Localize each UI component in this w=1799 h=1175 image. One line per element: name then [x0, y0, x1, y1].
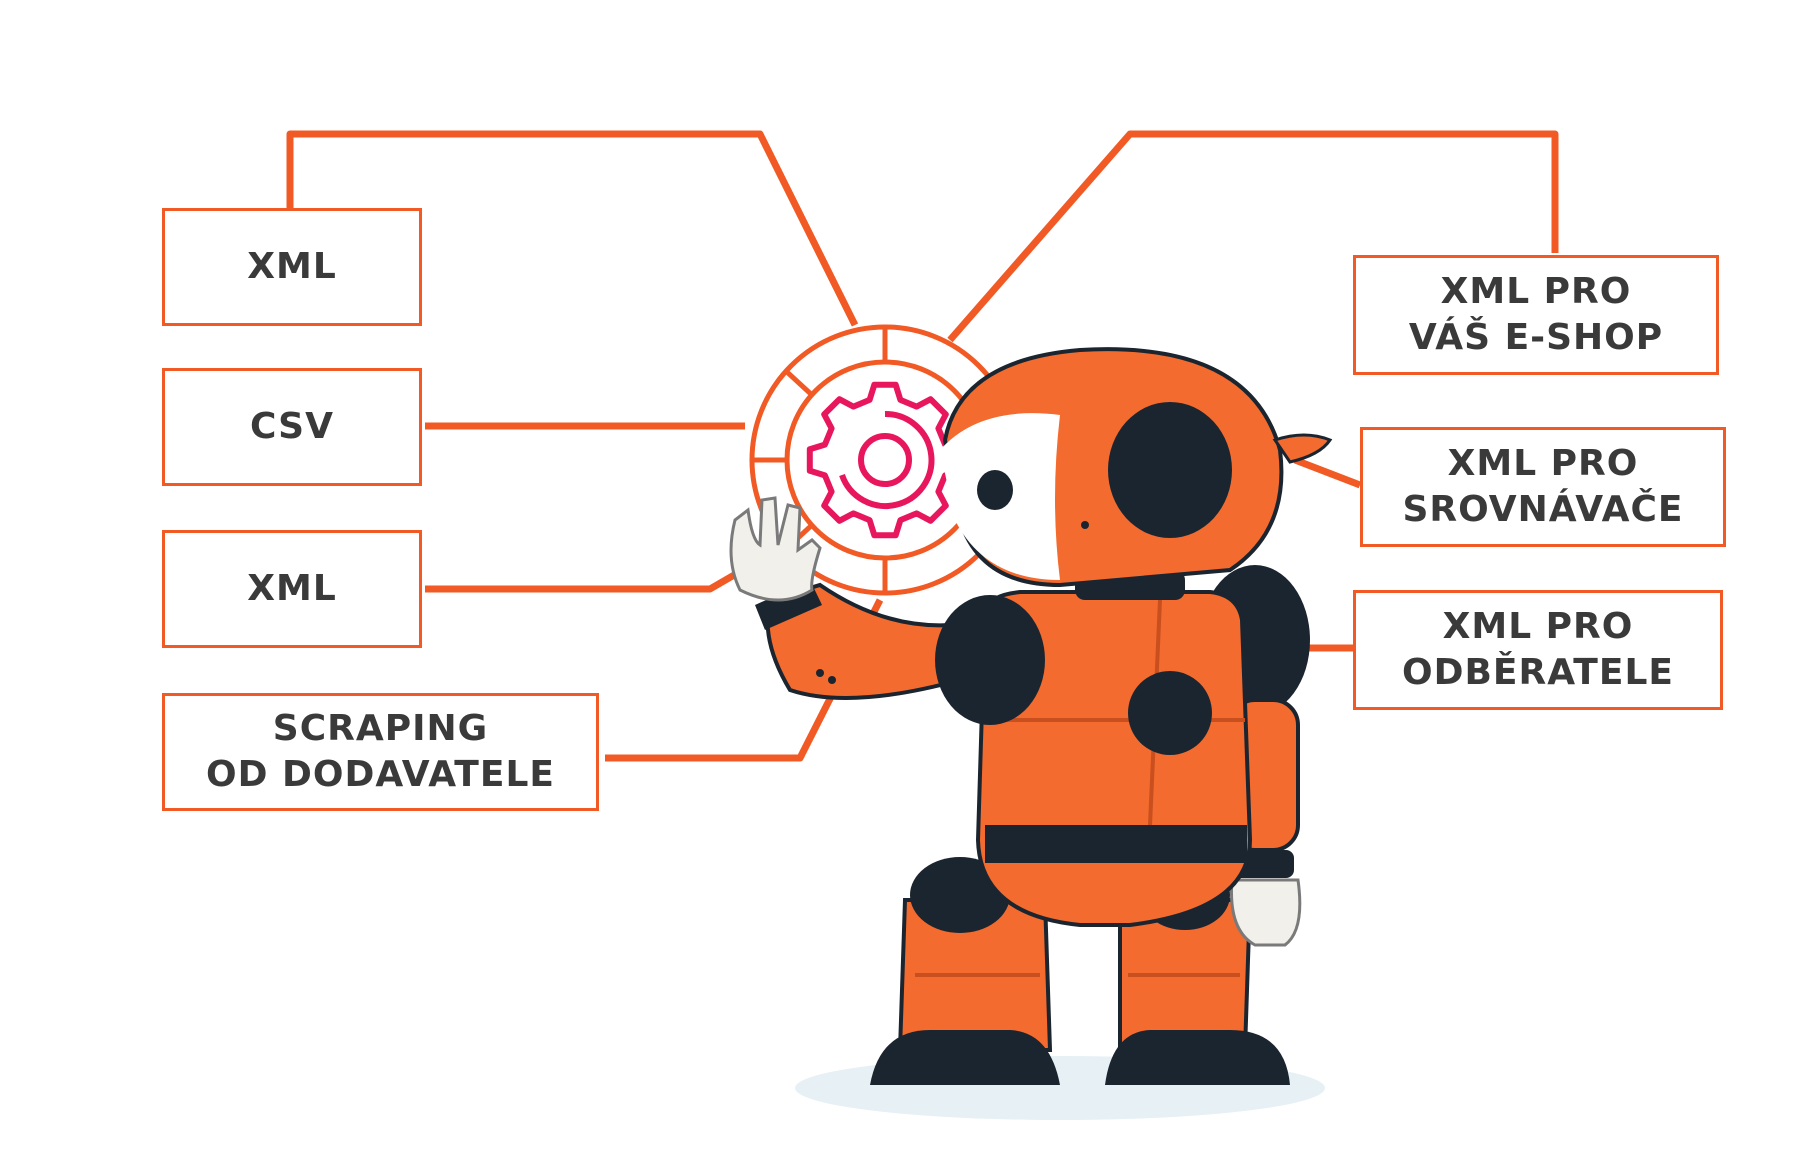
box-label-line: VÁŠ E-SHOP	[1408, 317, 1664, 358]
gear-icon	[806, 381, 964, 539]
robot-chest-button	[1128, 671, 1212, 755]
robot-hand-left	[729, 496, 822, 602]
box-label-line: XML PRO	[1440, 271, 1632, 312]
input-box-xml-1: XML	[162, 208, 422, 326]
hub-spoke	[785, 370, 814, 397]
robot-head-dot	[1081, 521, 1089, 529]
box-label-line: SCRAPING	[272, 708, 489, 749]
input-box-xml-2: XML	[162, 530, 422, 648]
connectors	[286, 130, 1559, 762]
connector-input-xml-2	[425, 556, 762, 593]
box-label-line: XML	[247, 246, 337, 287]
box-label-line: XML PRO	[1447, 443, 1639, 484]
gear-inner-circle	[858, 433, 912, 487]
input-box-csv: CSV	[162, 368, 422, 486]
box-label-line: SROVNÁVAČE	[1402, 489, 1684, 530]
gear-arc	[839, 410, 935, 509]
robot-eye	[977, 470, 1013, 510]
box-label-line: ODBĚRATELE	[1402, 652, 1674, 693]
robot-hand-right	[1229, 878, 1302, 947]
output-box-odberatele: XML PRO ODBĚRATELE	[1353, 590, 1723, 710]
gear-teeth	[806, 381, 964, 539]
robot-arm-rivet	[816, 669, 824, 677]
input-box-scraping: SCRAPING OD DODAVATELE	[162, 693, 599, 811]
box-label-line: OD DODAVATELE	[206, 754, 555, 795]
robot-illustration	[729, 347, 1333, 1120]
connector-input-xml-1	[286, 130, 859, 327]
robot-foot-right	[1105, 1030, 1290, 1085]
box-label-line: CSV	[250, 406, 334, 447]
connector-output-srovnavace	[1293, 456, 1362, 489]
box-label-line: XML PRO	[1442, 606, 1634, 647]
robot-foot-left	[870, 1030, 1060, 1085]
output-box-eshop: XML PRO VÁŠ E-SHOP	[1353, 255, 1719, 375]
robot-antenna	[1272, 433, 1333, 464]
robot-shoulder-left	[935, 595, 1045, 725]
robot-arm-rivet	[828, 676, 836, 684]
output-box-srovnavace: XML PRO SROVNÁVAČE	[1360, 427, 1726, 547]
robot-belt	[985, 825, 1247, 863]
box-label-line: XML	[247, 568, 337, 609]
robot-ear	[1108, 402, 1232, 538]
connector-output-eshop	[947, 130, 1559, 343]
